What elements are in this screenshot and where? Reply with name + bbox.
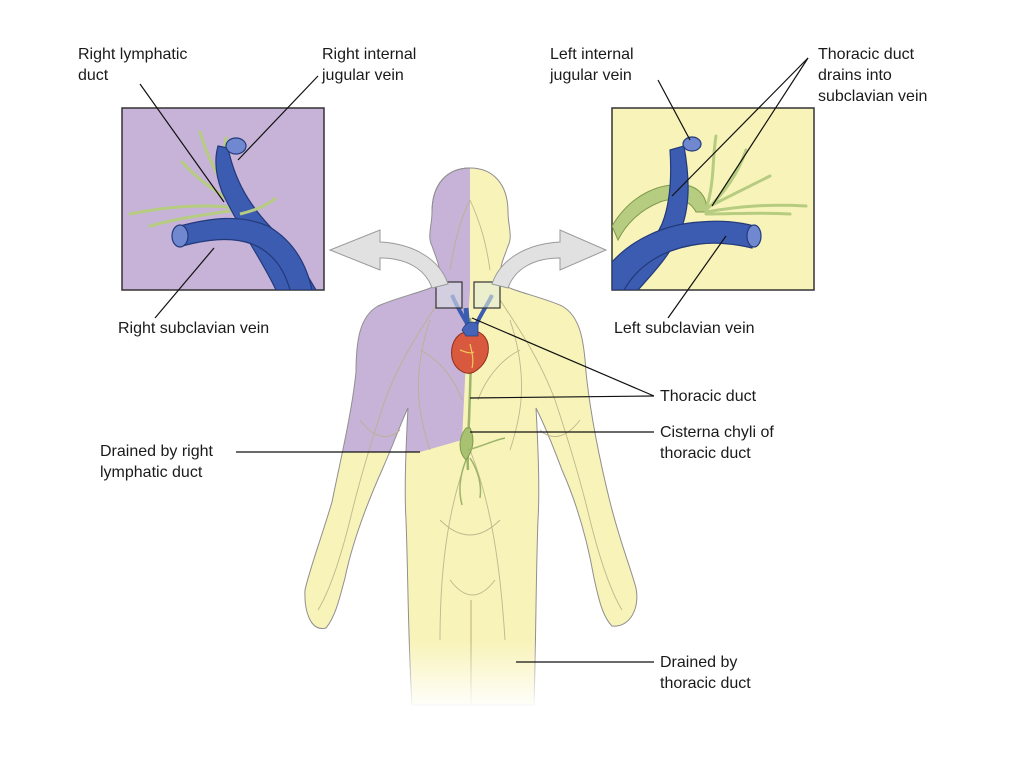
lymph-vessel-network: [317, 199, 623, 641]
leader-thoracic-duct-1: [471, 317, 655, 397]
arrow-to-right-inset: [328, 229, 449, 289]
label-right-subclavian-vein: Right subclavian vein: [118, 318, 269, 339]
right-subclavian-vein-shape: [179, 217, 313, 290]
leader-right-lymphatic-duct: [139, 83, 225, 203]
label-line: jugular vein: [322, 67, 404, 84]
label-line: thoracic duct: [660, 445, 751, 462]
right-inset: [121, 107, 325, 291]
leader-thoracic-duct-drains-2: [711, 57, 809, 207]
label-drained-by-thoracic-duct: Drained by thoracic duct: [660, 652, 751, 694]
label-line: Left internal: [550, 46, 634, 63]
label-drained-by-right-lymphatic-duct: Drained by right lymphatic duct: [100, 441, 213, 483]
label-left-subclavian-vein: Left subclavian vein: [614, 318, 755, 339]
heart: [451, 321, 489, 374]
label-line: drains into: [818, 67, 892, 84]
label-line: duct: [78, 67, 109, 84]
cisterna-chyli: [459, 427, 474, 461]
label-line: Right subclavian vein: [118, 320, 270, 337]
left-inset: [611, 107, 815, 291]
label-line: thoracic duct: [660, 675, 751, 692]
label-line: Cisterna chyli of: [660, 424, 774, 441]
left-neck-inset-marker: [473, 281, 501, 309]
leader-thoracic-duct-drains-1: [671, 57, 809, 197]
label-line: lymphatic duct: [100, 464, 203, 481]
head-outline: [431, 167, 471, 213]
label-line: Right internal: [322, 46, 417, 63]
label-line: Right lymphatic: [78, 46, 188, 63]
leader-left-internal-jugular: [657, 79, 691, 141]
label-thoracic-duct-drains: Thoracic duct drains into subclavian vei…: [818, 44, 927, 107]
leader-left-subclavian: [667, 235, 727, 319]
label-left-internal-jugular-vein: Left internal jugular vein: [550, 44, 634, 86]
label-line: Thoracic duct: [818, 46, 915, 63]
leader-lines: [139, 57, 809, 663]
leg-fade: [400, 640, 550, 710]
label-right-internal-jugular-vein: Right internal jugular vein: [322, 44, 416, 86]
label-line: jugular vein: [550, 67, 632, 84]
leader-right-internal-jugular: [237, 75, 319, 161]
arrow-to-left-inset: [491, 229, 608, 289]
label-line: Drained by: [660, 654, 738, 671]
leader-right-subclavian: [154, 247, 215, 319]
label-thoracic-duct: Thoracic duct: [660, 386, 756, 407]
label-right-lymphatic-duct: Right lymphatic duct: [78, 44, 187, 86]
label-line: Thoracic duct: [660, 388, 757, 405]
leader-thoracic-duct-2: [469, 395, 655, 399]
label-cisterna-chyli: Cisterna chyli of thoracic duct: [660, 422, 774, 464]
label-line: Left subclavian vein: [614, 320, 755, 337]
left-subclavian-vein-shape: [612, 220, 755, 290]
label-line: subclavian vein: [818, 88, 928, 105]
label-line: Drained by right: [100, 443, 213, 460]
